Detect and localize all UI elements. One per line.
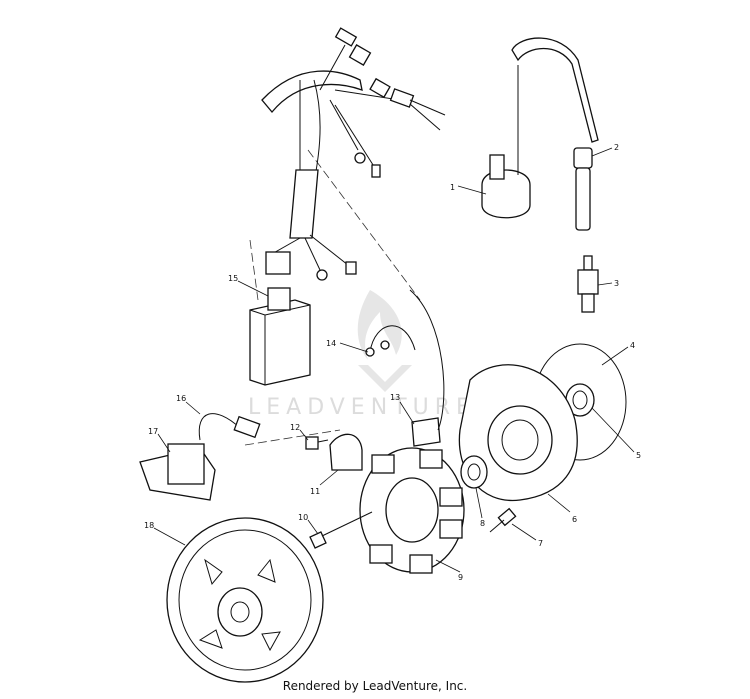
callout-layer: 1 2 3 4 5 6 7 8 9 10 11 12 13 14 15 16 1… <box>144 143 641 582</box>
callout-6: 6 <box>572 515 577 524</box>
ignition-coil <box>481 37 599 219</box>
pickup-coil <box>409 289 445 447</box>
callout-8: 8 <box>480 519 485 528</box>
callout-15: 15 <box>228 274 238 283</box>
bushing <box>460 455 488 489</box>
callout-1: 1 <box>450 183 455 192</box>
screw-short <box>305 436 329 450</box>
callout-12: 12 <box>290 423 300 432</box>
callout-3: 3 <box>614 279 619 288</box>
callout-10: 10 <box>298 513 308 522</box>
footer-credit: Rendered by LeadVenture, Inc. <box>282 679 468 693</box>
assembly-lines <box>244 149 421 446</box>
wire-clamp <box>329 433 363 471</box>
voltage-regulator <box>139 443 216 501</box>
cdi-box <box>249 287 311 386</box>
callout-9: 9 <box>458 573 463 582</box>
watermark-flame-icon <box>357 290 412 392</box>
ground-wire <box>365 325 416 357</box>
oil-seal <box>565 383 595 417</box>
watermark: LEADVENTURE <box>248 290 476 420</box>
stator-plate <box>458 364 578 502</box>
screw-long <box>309 511 373 549</box>
bolt <box>489 507 517 533</box>
flywheel <box>166 517 324 683</box>
callout-4: 4 <box>630 341 635 350</box>
callout-5: 5 <box>636 451 641 460</box>
callout-16: 16 <box>176 394 186 403</box>
wiring-harness <box>261 27 446 281</box>
callout-2: 2 <box>614 143 619 152</box>
callout-11: 11 <box>310 487 320 496</box>
callout-13: 13 <box>390 393 400 402</box>
watermark-text: LEADVENTURE <box>248 395 476 420</box>
spark-plug <box>577 255 599 313</box>
callout-7: 7 <box>538 539 543 548</box>
stator-coil <box>359 447 465 574</box>
callout-18: 18 <box>144 521 154 530</box>
callout-14: 14 <box>326 339 336 348</box>
regulator-lead <box>198 413 261 441</box>
callout-17: 17 <box>148 427 158 436</box>
spark-plug-cap <box>573 147 593 231</box>
